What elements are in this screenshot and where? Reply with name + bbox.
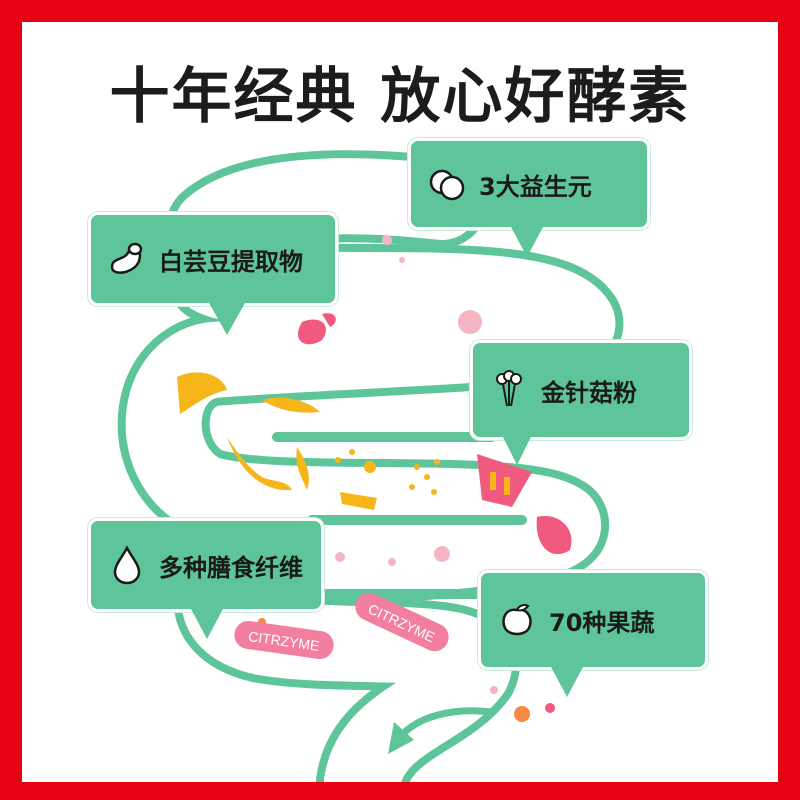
callout-white-kidney-bean: 白芸豆提取物 [88, 212, 338, 335]
peach-icon [502, 604, 532, 636]
callout-enoki-mushroom: 金针菇粉 [470, 340, 692, 465]
arrow-head-icon [388, 722, 414, 754]
callout-label: 多种膳食纤维 [159, 553, 303, 582]
headline: 十年经典 放心好酵素 [109, 62, 691, 132]
poster-card: CITRZYME CITRZYME 十年经典 放心好酵素 3大益生元 白芸豆提取… [22, 22, 778, 782]
callout-fruits-vegetables: 70种果蔬 [478, 570, 708, 697]
intestine-illustration: CITRZYME CITRZYME [117, 150, 624, 782]
callout-label: 3大益生元 [479, 172, 592, 201]
callout-dietary-fiber: 多种膳食纤维 [88, 518, 324, 639]
enoki-mushroom-icon [496, 370, 522, 407]
probiotic-circles-icon [429, 169, 465, 201]
water-drop-icon [113, 545, 141, 585]
callout-label: 金针菇粉 [541, 378, 637, 407]
callout-label: 白芸豆提取物 [159, 247, 303, 276]
pill-1: CITRZYME [234, 620, 334, 660]
callout-label: 70种果蔬 [549, 608, 655, 637]
kidney-bean-icon [110, 242, 143, 274]
food-particles [177, 235, 572, 722]
intestine-inner [125, 158, 616, 782]
callout-prebiotics: 3大益生元 [408, 138, 650, 257]
